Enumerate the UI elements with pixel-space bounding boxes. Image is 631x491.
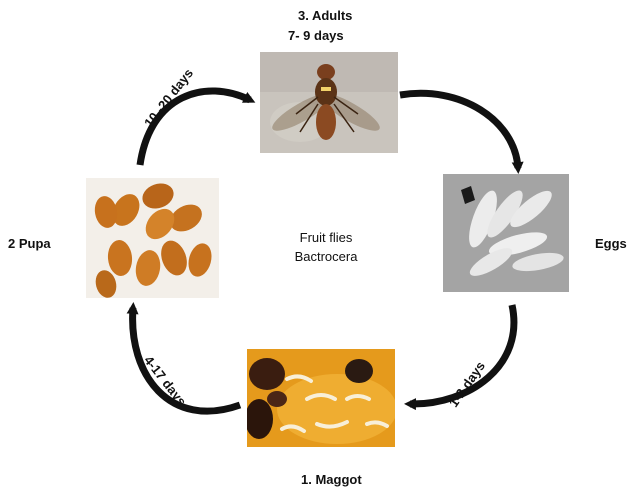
- center-title: Fruit flies Bactrocera: [276, 228, 376, 266]
- maggot-photo: [247, 349, 395, 447]
- pupa-label: 2 Pupa: [8, 236, 51, 251]
- center-line-1: Fruit flies: [276, 228, 376, 247]
- pupa-photo: [86, 178, 219, 298]
- eggs-label: Eggs: [595, 236, 627, 251]
- adult-fly-photo: [260, 52, 398, 153]
- arrow-adults-to-eggs: [400, 93, 518, 168]
- adults-duration-label: 7- 9 days: [288, 28, 344, 43]
- adults-title-label: 3. Adults: [298, 8, 352, 23]
- maggot-label: 1. Maggot: [301, 472, 362, 487]
- center-line-2: Bactrocera: [276, 247, 376, 266]
- eggs-photo: [443, 174, 569, 292]
